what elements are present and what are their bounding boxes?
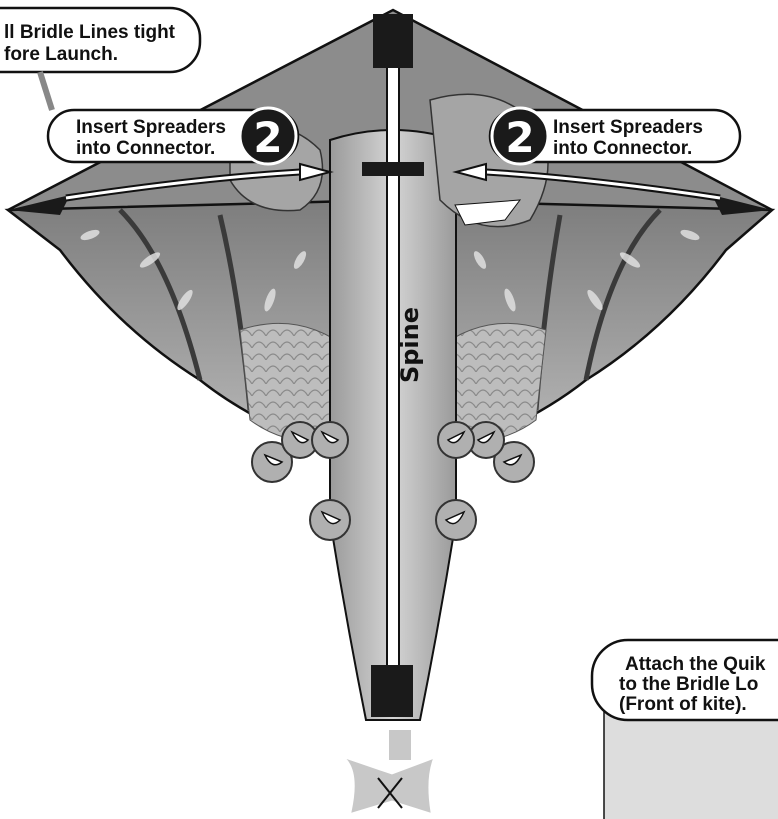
top-spine-cap bbox=[373, 14, 413, 68]
left-spreader-callout: Insert Spreaders into Connector. 2 bbox=[48, 108, 298, 164]
right-spreader-callout: 2 Insert Spreaders into Connector. bbox=[490, 108, 740, 164]
svg-text:fore Launch.: fore Launch. bbox=[4, 44, 118, 65]
step-number: 2 bbox=[505, 113, 534, 162]
spine-label: Spine bbox=[396, 307, 424, 383]
bottom-spine-cap bbox=[371, 665, 413, 717]
bridle-tight-callout: ll Bridle Lines tight fore Launch. bbox=[0, 8, 200, 110]
tail-streamer bbox=[348, 730, 432, 812]
svg-text:Insert Spreaders: Insert Spreaders bbox=[553, 117, 703, 138]
pointer-line bbox=[40, 72, 52, 110]
center-connector bbox=[362, 162, 424, 176]
svg-text:into Connector.: into Connector. bbox=[553, 138, 692, 159]
svg-text:Insert Spreaders: Insert Spreaders bbox=[76, 117, 226, 138]
svg-text:into Connector.: into Connector. bbox=[76, 138, 215, 159]
step-number: 2 bbox=[253, 113, 282, 162]
svg-text:Attach the Quik: Attach the Quik bbox=[625, 654, 766, 675]
svg-text:(Front of kite).: (Front of kite). bbox=[619, 694, 747, 715]
svg-text:to the Bridle Lo: to the Bridle Lo bbox=[619, 674, 758, 695]
attach-quik-callout: Attach the Quik to the Bridle Lo (Front … bbox=[592, 640, 778, 819]
svg-text:ll Bridle Lines tight: ll Bridle Lines tight bbox=[4, 22, 176, 43]
